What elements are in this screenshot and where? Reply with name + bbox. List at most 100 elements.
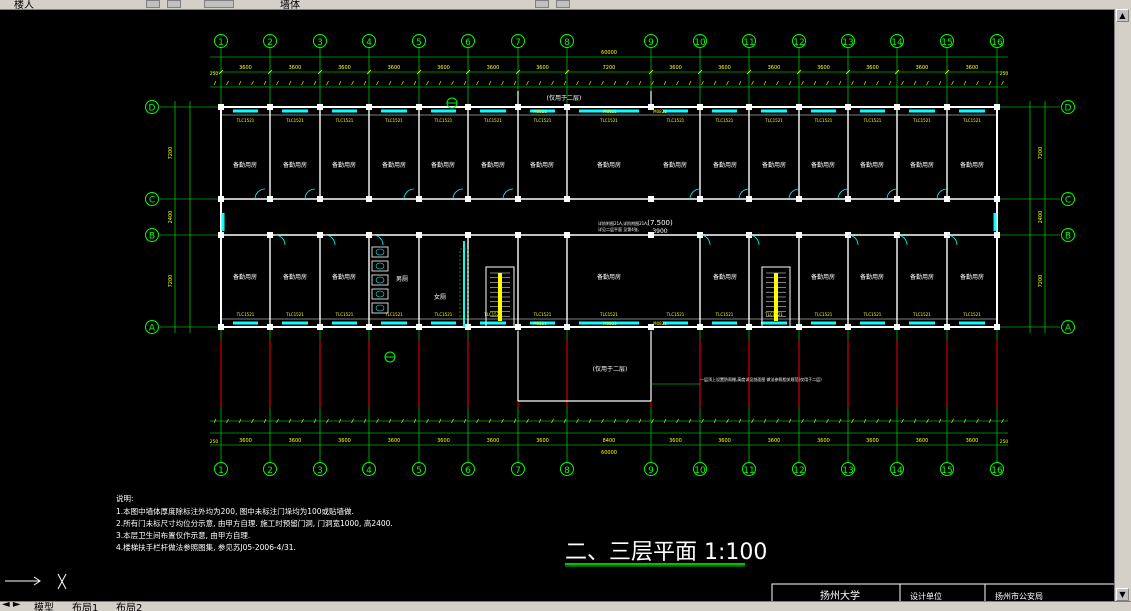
structural-column — [746, 324, 752, 330]
door-label: M0821 — [603, 321, 617, 326]
dimension-edge: 250 — [210, 439, 219, 445]
structural-column — [845, 196, 851, 202]
dimension-span-top: 3600 — [289, 65, 302, 71]
dimension-annotation: 3900 — [652, 228, 667, 235]
dimension-span-bottom: 3600 — [866, 438, 879, 444]
room-label: 备勤用房 — [910, 273, 934, 281]
window-label: TLC1521 — [285, 118, 304, 123]
door-label: M0821 — [653, 109, 667, 114]
dimension-tick — [313, 418, 317, 424]
structural-column — [944, 196, 950, 202]
dimension-tick — [263, 80, 267, 86]
dimension-tick — [697, 69, 703, 75]
structural-column — [366, 324, 372, 330]
dimension-span-bottom: 3600 — [536, 438, 549, 444]
dimension-tick — [501, 418, 504, 424]
window-label: TLC1521 — [599, 118, 618, 123]
dimension-tick — [351, 418, 354, 424]
dimension-tick — [376, 418, 379, 424]
dimension-tick — [463, 80, 467, 86]
dimension-tick — [313, 80, 317, 86]
annotation-text: 详阶附图21A,详阶附图21A, — [598, 220, 648, 226]
axis-bubble-bottom — [461, 462, 475, 476]
layer-dropdown[interactable] — [204, 0, 234, 8]
door-swing — [748, 234, 760, 246]
dimension-tick — [701, 80, 704, 86]
window-label: TLC1521 — [434, 118, 453, 123]
dimension-tick — [851, 418, 854, 424]
dimension-tick — [351, 80, 354, 86]
dimension-tick — [416, 69, 422, 75]
cad-drawing-area[interactable]: 扬州大学 设计单位 扬州市公安局 11223344556677889910101… — [0, 9, 1115, 601]
dimension-tick — [226, 418, 229, 424]
toilet-stall — [371, 288, 389, 300]
dimension-span-top: 3600 — [817, 65, 830, 71]
dimension-tick — [551, 80, 554, 86]
properties-button[interactable] — [535, 0, 549, 8]
vertical-scrollbar[interactable]: ▲ ▼ — [1114, 9, 1131, 601]
dimension-tick — [863, 80, 867, 86]
dimension-span-bottom: 3600 — [768, 438, 781, 444]
dimension-tick — [648, 69, 654, 75]
room-label: 备勤用房 — [713, 161, 737, 169]
dimension-total-bottom: 60000 — [601, 450, 617, 456]
title-block-field: 设计单位 — [910, 591, 942, 601]
layer-state-button[interactable] — [167, 0, 181, 8]
tab-layout2[interactable]: 布局2 — [116, 603, 143, 611]
dimension-tick — [267, 69, 273, 75]
match-properties-button[interactable] — [556, 0, 570, 8]
dimension-tick — [963, 418, 967, 424]
dimension-tick — [738, 80, 742, 86]
room-label: 备勤用房 — [910, 161, 934, 169]
structural-column — [697, 104, 703, 110]
door-swing — [699, 234, 711, 246]
dimension-tick — [988, 418, 992, 424]
axis-label-bottom: 16 — [991, 466, 1003, 476]
dimension-tick — [796, 69, 802, 75]
structural-column — [416, 232, 422, 238]
axis-label-top: 9 — [648, 38, 654, 48]
tab-nav-arrows[interactable]: ◄ ► — [2, 601, 21, 610]
dimension-tick — [863, 418, 867, 424]
dimension-tick — [776, 418, 779, 424]
scroll-up-arrow[interactable]: ▲ — [1116, 9, 1129, 22]
toilet-stall — [371, 260, 389, 272]
dimension-tick — [551, 418, 554, 424]
door-swing — [372, 234, 384, 246]
structural-column — [796, 104, 802, 110]
dimension-tick — [913, 80, 917, 86]
dimension-tick — [515, 69, 521, 75]
dimension-edge: 250 — [1000, 439, 1009, 445]
level-mark: (7.500) — [647, 219, 673, 227]
room-label-wc: 男厕 — [396, 276, 408, 283]
room-label: 备勤用房 — [597, 161, 621, 169]
axis-label-right: C — [1065, 196, 1071, 206]
annotation-text: 详见二层平面 见第4张, — [598, 226, 639, 232]
structural-column — [994, 196, 1000, 202]
dimension-tick — [218, 69, 224, 75]
window-label: TLC1521 — [715, 312, 734, 317]
door-swing — [738, 188, 750, 200]
scroll-down-arrow[interactable]: ▼ — [1116, 588, 1129, 601]
structural-column — [465, 104, 471, 110]
room-label: 备勤用房 — [597, 273, 621, 281]
window-label: TLC1521 — [434, 312, 453, 317]
title-block-client: 扬州市公安局 — [995, 591, 1043, 601]
axis-bubble-top — [792, 34, 806, 48]
dimension-tick — [366, 69, 372, 75]
dimension-tick — [451, 80, 454, 86]
dimension-tick — [976, 80, 979, 86]
axis-label-left: A — [149, 324, 156, 334]
structural-column — [416, 196, 422, 202]
tab-layout1[interactable]: 布局1 — [72, 603, 99, 611]
window-label: TLC1521 — [814, 312, 833, 317]
layer-manager-button[interactable] — [146, 0, 160, 8]
stair-handrail — [774, 273, 778, 321]
room-label: 备勤用房 — [332, 161, 356, 169]
tab-model[interactable]: 模型 — [34, 603, 54, 611]
structural-column — [564, 232, 570, 238]
dimension-span-top: 7200 — [603, 65, 616, 71]
dimension-tick — [926, 418, 929, 424]
dimension-tick — [526, 418, 529, 424]
axis-bubble-bottom — [693, 462, 707, 476]
